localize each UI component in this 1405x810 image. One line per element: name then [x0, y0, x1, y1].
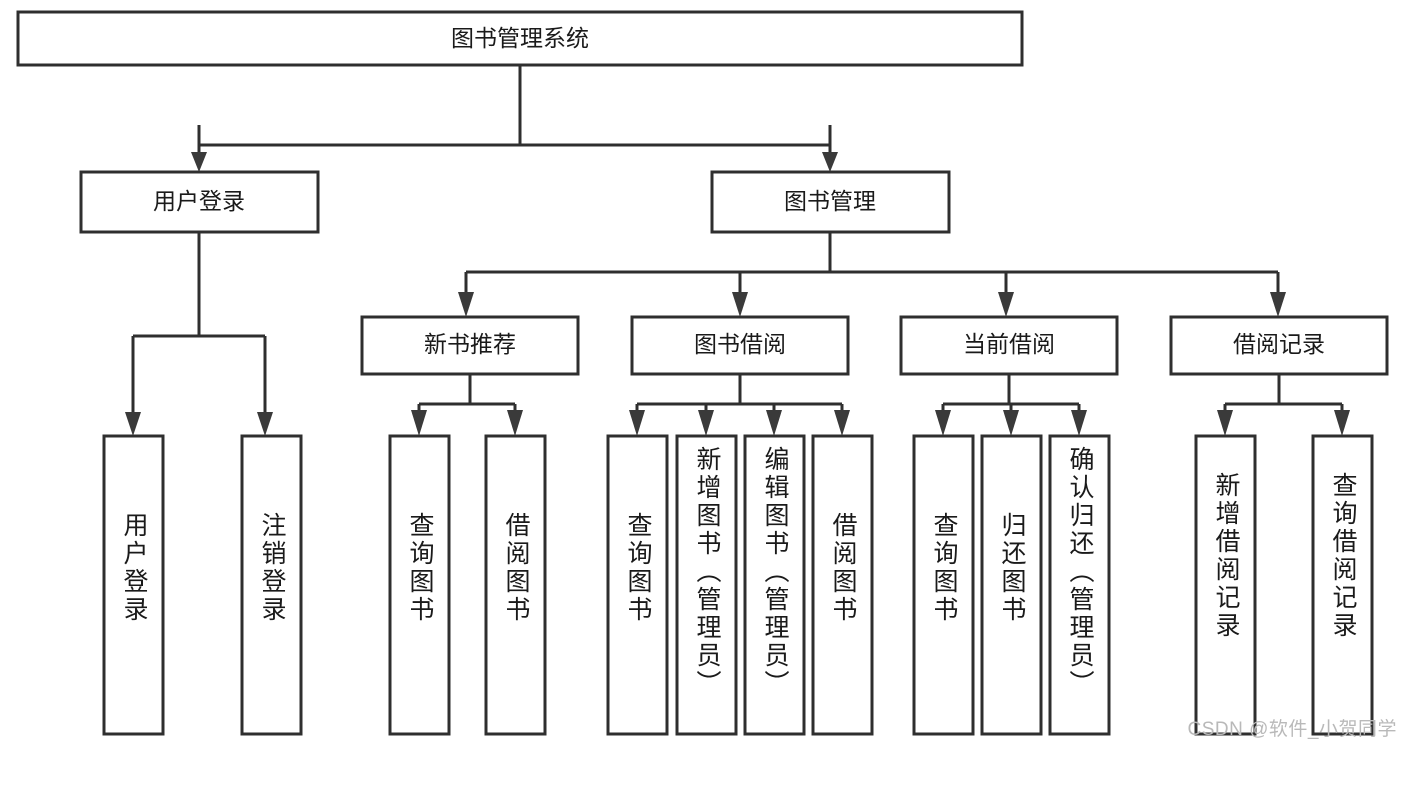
node-leaf-query-book-1-box[interactable]: [388, 434, 451, 736]
node-root[interactable]: 图书管理系统: [16, 10, 1024, 67]
node-leaf-confirm-return-box[interactable]: [1048, 434, 1111, 736]
node-new-book-rec-label: 新书推荐: [424, 331, 516, 357]
arrow-leaf-query-book-3: [935, 410, 951, 436]
node-book-manage-label: 图书管理: [784, 188, 876, 214]
flowchart-canvas: 图书管理系统 用户登录 图书管理 新书推荐 图书借阅 当前借阅 借阅记录: [16, 10, 1397, 740]
arrow-to-current-borrow: [998, 292, 1014, 317]
node-user-login[interactable]: 用户登录: [79, 170, 320, 234]
arrow-leaf-borrow-book-1: [507, 410, 523, 436]
arrow-leaf-edit-book: [766, 410, 782, 436]
connector-book-borrow-to-leaves: [629, 374, 850, 436]
node-leaf-add-book-box[interactable]: [675, 434, 738, 736]
node-root-label: 图书管理系统: [451, 25, 589, 51]
connector-current-borrow-to-leaves: [935, 374, 1087, 436]
node-leaf-return-book-box[interactable]: [980, 434, 1043, 736]
watermark: CSDN @软件_小贺同学: [1187, 719, 1397, 740]
node-leaf-add-record-box[interactable]: [1194, 434, 1257, 736]
arrow-leaf-borrow-book-2: [834, 410, 850, 436]
node-leaf-borrow-book-1-box[interactable]: [484, 434, 547, 736]
node-leaf-edit-book-box[interactable]: [743, 434, 806, 736]
arrow-leaf-user-login: [125, 412, 141, 436]
arrow-to-book-manage: [822, 152, 838, 172]
node-leaf-user-login-box[interactable]: [102, 434, 165, 736]
arrow-leaf-return-book: [1003, 410, 1019, 436]
node-current-borrow-box[interactable]: [899, 315, 1119, 376]
connector-borrow-record-to-leaves: [1217, 374, 1350, 436]
node-leaf-logout-box[interactable]: [240, 434, 303, 736]
node-leaf-query-book-2-box[interactable]: [606, 434, 669, 736]
node-book-borrow-box[interactable]: [630, 315, 850, 376]
node-user-login-label: 用户登录: [153, 188, 245, 214]
connector-user-login-to-leaves: [125, 232, 273, 436]
node-book-manage[interactable]: 图书管理: [710, 170, 951, 234]
arrow-to-user-login: [191, 152, 207, 172]
node-new-book-rec-box[interactable]: [360, 315, 580, 376]
node-book-borrow[interactable]: 图书借阅: [630, 315, 850, 376]
arrow-leaf-query-book-1: [411, 410, 427, 436]
node-leaf-borrow-book-2-box[interactable]: [811, 434, 874, 736]
node-leaf-query-record-box[interactable]: [1311, 434, 1374, 736]
connector-book-manage-to-level2: [458, 232, 1286, 317]
flowchart-svg: 图书管理系统 用户登录 图书管理 新书推荐 图书借阅 当前借阅 借阅记录: [16, 10, 1389, 736]
arrow-leaf-add-record: [1217, 410, 1233, 436]
arrow-to-borrow-record: [1270, 292, 1286, 317]
node-borrow-record[interactable]: 借阅记录: [1169, 315, 1389, 376]
node-new-book-rec[interactable]: 新书推荐: [360, 315, 580, 376]
arrow-to-book-borrow: [732, 292, 748, 317]
connector-root-to-level1: [191, 65, 838, 172]
arrow-leaf-query-record: [1334, 410, 1350, 436]
node-book-manage-box[interactable]: [710, 170, 951, 234]
arrow-leaf-add-book: [698, 410, 714, 436]
arrow-to-new-book-rec: [458, 292, 474, 317]
node-borrow-record-label: 借阅记录: [1233, 331, 1325, 357]
node-book-borrow-label: 图书借阅: [694, 331, 786, 357]
node-root-box[interactable]: [16, 10, 1024, 67]
arrow-leaf-query-book-2: [629, 410, 645, 436]
node-current-borrow-label: 当前借阅: [963, 331, 1055, 357]
node-borrow-record-box[interactable]: [1169, 315, 1389, 376]
arrow-leaf-logout: [257, 412, 273, 436]
node-current-borrow[interactable]: 当前借阅: [899, 315, 1119, 376]
leaf-boxes: [102, 434, 1374, 736]
connector-new-book-rec-to-leaves: [411, 374, 523, 436]
node-leaf-query-book-3-box[interactable]: [912, 434, 975, 736]
node-user-login-box[interactable]: [79, 170, 320, 234]
arrow-leaf-confirm-return: [1071, 410, 1087, 436]
